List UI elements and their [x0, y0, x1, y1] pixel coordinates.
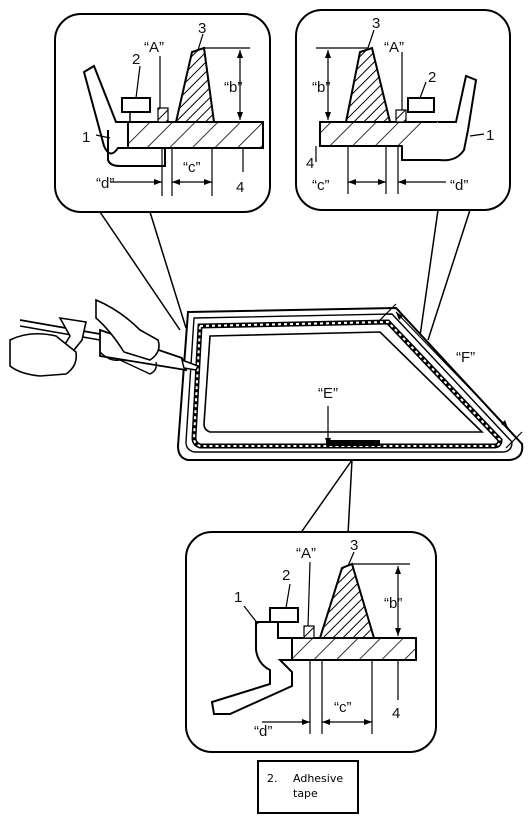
legend-line-1: 2. Adhesive — [267, 771, 357, 786]
label-b: “b” — [224, 79, 242, 96]
glass-panel — [277, 637, 417, 661]
label-1: 1 — [486, 127, 494, 144]
molding — [210, 621, 293, 715]
label-b: “b” — [312, 79, 330, 96]
label-d: “d” — [96, 175, 114, 192]
legend-line-2: tape — [293, 787, 318, 800]
label-A: “A” — [296, 545, 316, 562]
label-b: “b” — [384, 595, 402, 612]
label-2: 2 — [428, 69, 436, 86]
glass-and-caulk-gun: “E” “F” — [9, 298, 524, 461]
left-hand — [9, 332, 78, 377]
label-4: 4 — [236, 179, 244, 196]
caulk-gun-nozzle — [180, 358, 200, 371]
legend-box: 2. Adhesive tape — [257, 760, 359, 814]
label-2: 2 — [132, 51, 140, 68]
detail-top-right: 3 “A” 2 “b” 1 4 “c” “d” — [295, 9, 511, 341]
inner-glass — [203, 331, 484, 433]
label-F: “F” — [456, 349, 475, 366]
label-3: 3 — [350, 537, 358, 554]
label-4: 4 — [392, 705, 400, 722]
adhesive-tape-mark — [157, 107, 169, 123]
spacer — [407, 97, 435, 113]
label-E: “E” — [318, 385, 338, 402]
label-3: 3 — [198, 20, 206, 37]
label-d: “d” — [254, 723, 272, 740]
molding — [401, 74, 478, 162]
label-1: 1 — [82, 129, 90, 146]
detail-bottom: 1 2 “A” 3 “b” “c” 4 “d” — [185, 459, 437, 753]
detail-top-left: 1 2 “A” 3 “b” “c” “d” 4 — [54, 13, 271, 331]
spacer — [121, 97, 151, 113]
label-3: 3 — [372, 15, 380, 32]
glass-panel — [127, 121, 264, 149]
legend-number: 2. — [267, 772, 278, 785]
label-4: 4 — [306, 155, 314, 172]
adhesive-tape-mark — [395, 109, 407, 123]
label-c: “c” — [334, 699, 352, 716]
adhesive-bead-path — [192, 320, 502, 447]
spacer — [269, 607, 299, 623]
label-2: 2 — [282, 567, 290, 584]
right-hand — [95, 298, 160, 361]
label-c: “c” — [312, 177, 330, 194]
label-A: “A” — [384, 39, 404, 56]
label-c: “c” — [183, 159, 201, 176]
adhesive-bead — [344, 46, 392, 123]
label-1: 1 — [234, 589, 242, 606]
molding — [82, 64, 129, 155]
label-d: “d” — [450, 177, 468, 194]
adhesive-tape-mark — [303, 625, 315, 639]
label-A: “A” — [144, 39, 164, 56]
bead-start-mark — [326, 440, 380, 446]
legend-text-1: Adhesive — [293, 772, 344, 785]
